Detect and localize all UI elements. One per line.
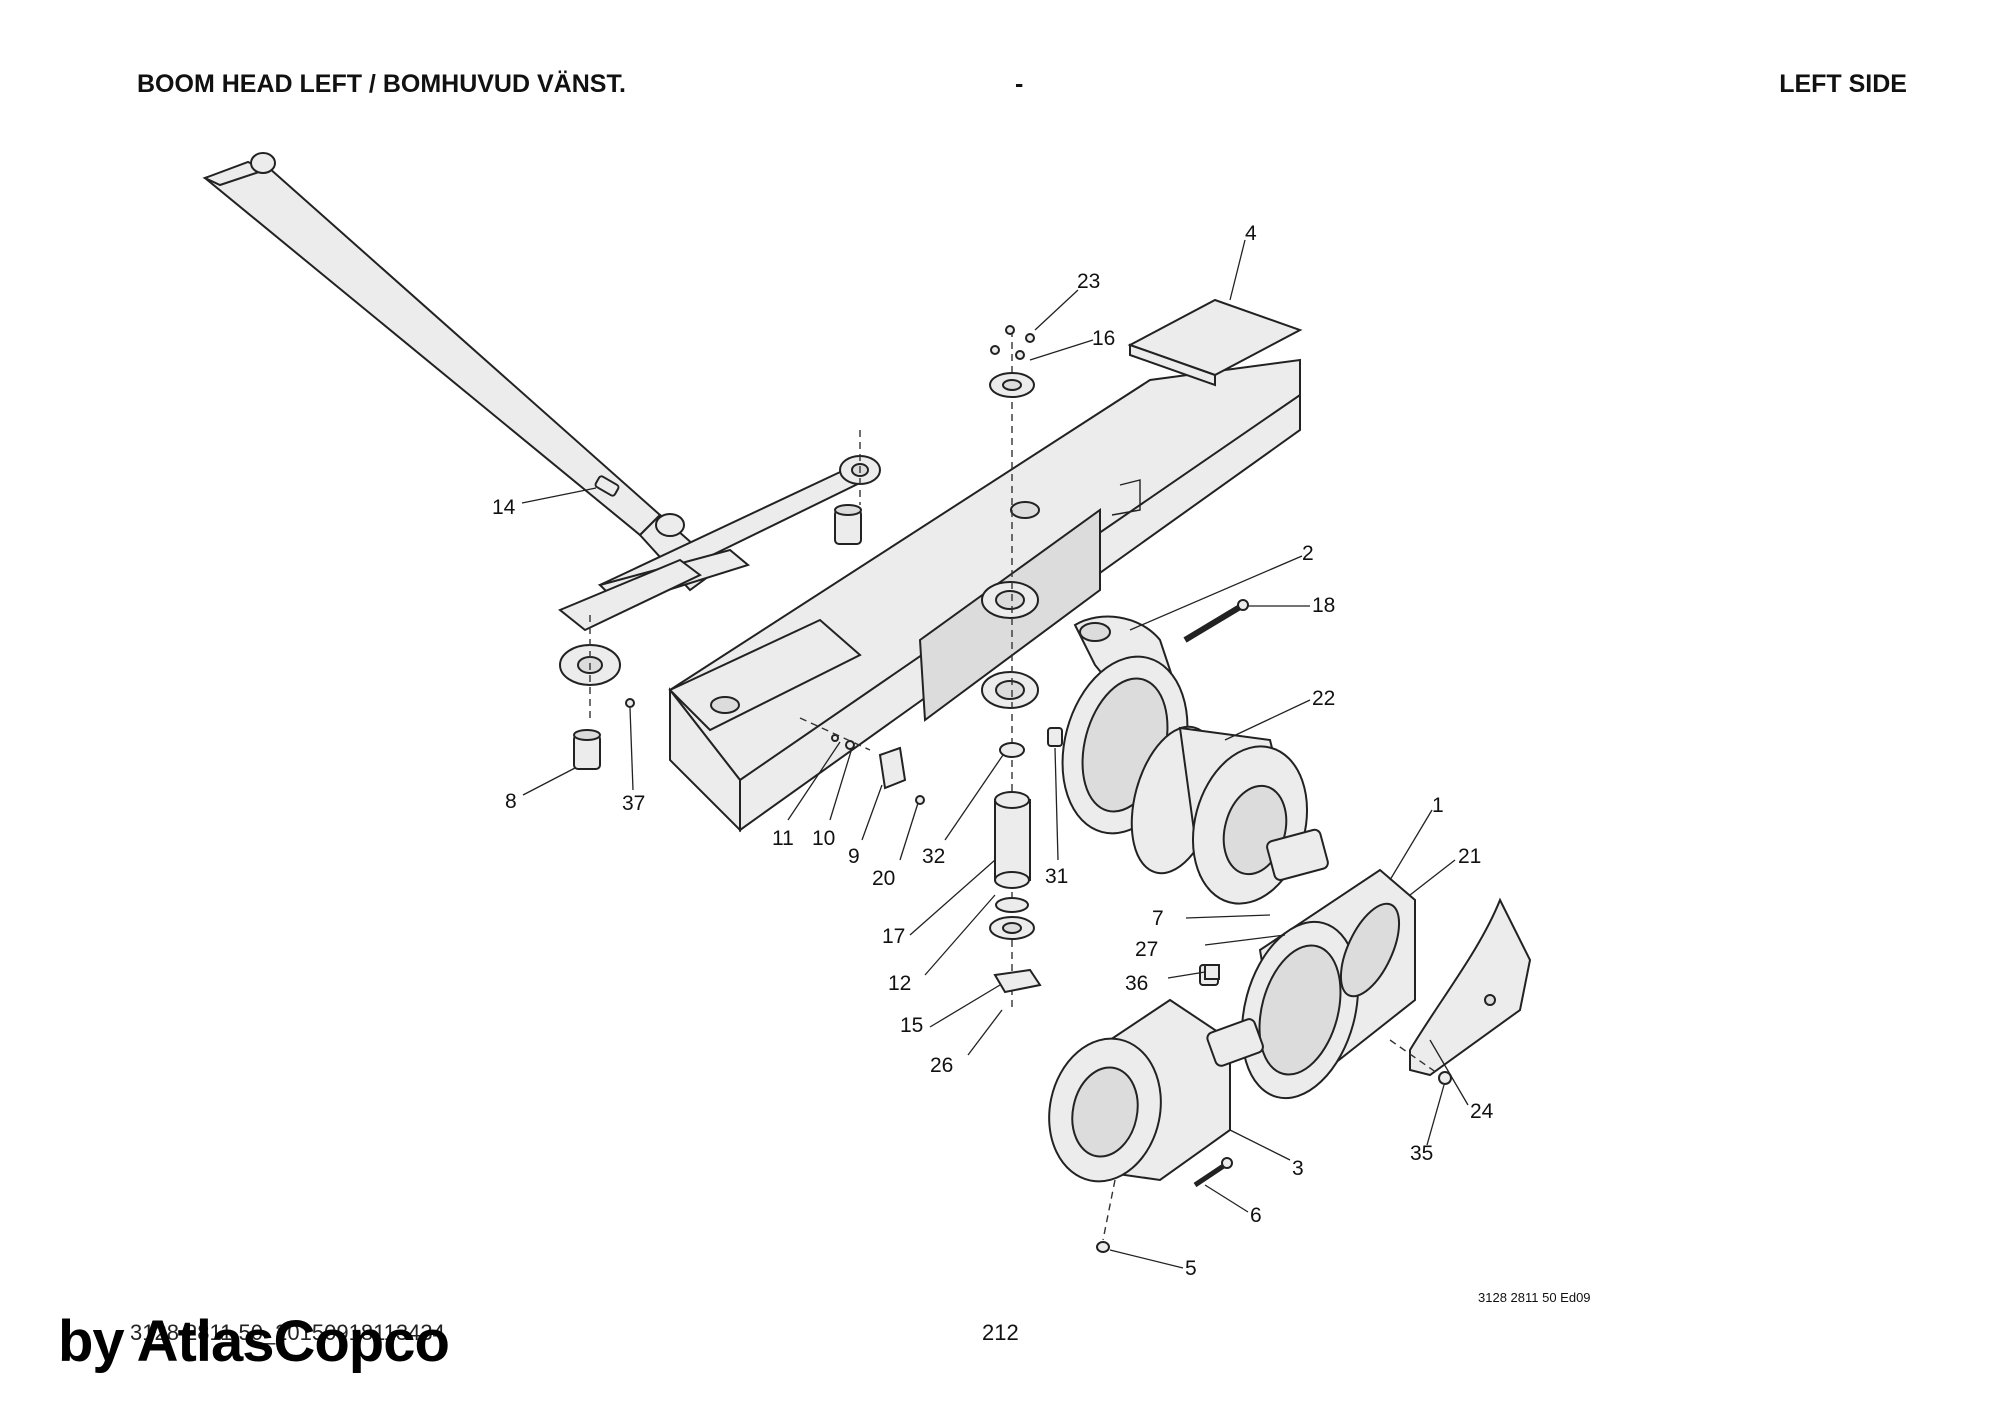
callout-17: 17 [882,925,905,948]
callout-24: 24 [1470,1100,1494,1123]
screw-35 [1389,1039,1452,1085]
brand-watermark: by AtlasCopco [58,1309,450,1374]
leader-lines [521,239,1469,1269]
callout-7: 7 [1152,907,1164,930]
page-title-right: LEFT SIDE [1779,70,1907,98]
housing-1 [1199,868,1416,1100]
callout-15: 15 [900,1014,923,1037]
callout-11: 11 [772,827,794,850]
screws-23 [990,325,1035,360]
callout-2: 2 [1302,542,1314,565]
page-number: 212 [982,1320,1019,1345]
bushing-upper [834,504,862,545]
gear-motor-22 [1130,725,1329,905]
callout-9: 9 [848,845,860,868]
callout-22: 22 [1312,687,1335,710]
callout-8: 8 [505,790,517,813]
screw-37 [625,698,635,708]
clamp-36 [1204,964,1220,980]
drawing-reference: 3128 2811 50 Ed09 [1478,1290,1591,1305]
callout-5: 5 [1185,1257,1197,1280]
callout-27: 27 [1135,938,1158,961]
motor-3 [1048,998,1264,1183]
callout-1: 1 [1432,794,1444,817]
bracket-9 [799,717,925,805]
page-title-left: BOOM HEAD LEFT / BOMHUVUD VÄNST. [137,70,626,98]
callout-16: 16 [1092,327,1115,350]
pin-boss-lower [981,671,1039,709]
cover-24 [1409,897,1532,1077]
callout-23: 23 [1077,270,1100,293]
bushing-31 [1047,727,1063,747]
washer-16 [989,372,1035,398]
nut-5 [1096,1241,1110,1253]
nut-axis [1102,1179,1116,1241]
page-title-separator: - [1015,70,1024,98]
document-id: 3128 2811 50_20150918113434 [130,1320,445,1345]
callout-21: 21 [1458,845,1481,868]
callout-37: 37 [622,792,645,815]
callout-10: 10 [812,827,835,850]
callout-12: 12 [888,972,911,995]
bushing-8 [573,729,601,770]
grease-nipple-14 [594,475,620,497]
callout-26: 26 [930,1054,953,1077]
callout-32: 32 [922,845,945,868]
callout-36: 36 [1125,972,1148,995]
bolt-6 [1193,1157,1233,1188]
callout-31: 31 [1045,865,1068,888]
callout-14: 14 [492,496,516,519]
bolt-18 [1183,599,1249,643]
callout-18: 18 [1312,594,1335,617]
pin-17 [989,742,1042,994]
callout-3: 3 [1292,1157,1304,1180]
hydraulic-cylinder-upper [202,152,722,592]
callout-4: 4 [1245,222,1257,245]
pin-boss-upper [981,581,1039,619]
callout-35: 35 [1410,1142,1433,1165]
callout-6: 6 [1250,1204,1262,1227]
hydraulic-cylinder-lower [558,430,881,720]
callout-20: 20 [872,867,895,890]
